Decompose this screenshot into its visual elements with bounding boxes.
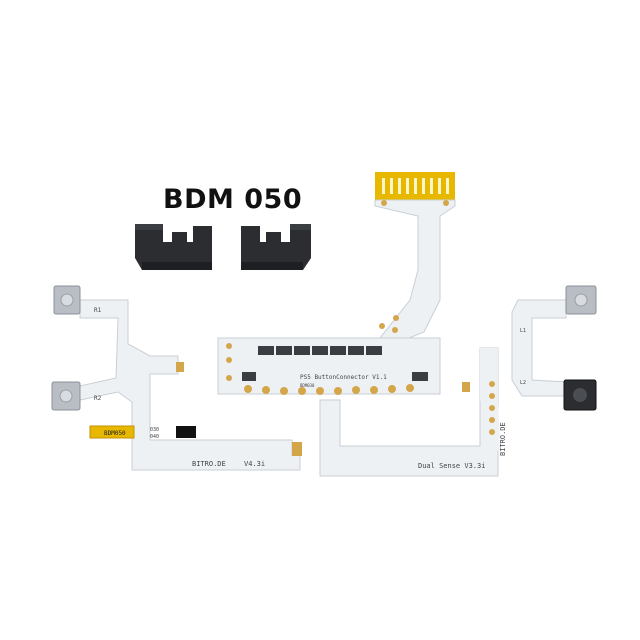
right-flex-cable: Dual Sense V3.3i BITRO.DE — [319, 347, 507, 477]
r2-tact-switch — [51, 381, 81, 411]
r1-tact-switch — [53, 285, 81, 315]
left-tail-connector — [176, 362, 302, 456]
center-board-code: BDM030 — [300, 383, 315, 388]
right-flex-name: Dual Sense V3.3i — [418, 462, 485, 470]
left-flex-brand: BITRO.DE — [192, 460, 226, 468]
center-flex-trunk — [374, 199, 456, 341]
left-flex-cable: BDM050 030 040 R1 R2 BITRO.DE V4.3i — [79, 299, 302, 471]
right-button-flex: L1 L2 — [511, 299, 567, 397]
label-l1: L1 — [520, 328, 526, 334]
label-l2: L2 — [520, 380, 526, 386]
left-flex-tag: BDM050 — [104, 430, 126, 437]
left-flex-number-1: 030 — [150, 427, 159, 433]
left-bracket — [135, 224, 212, 270]
right-bracket — [241, 224, 311, 270]
product-title: BDM 050 — [163, 184, 303, 215]
left-flex-version: V4.3i — [244, 460, 265, 468]
l2-tact-switch — [563, 379, 597, 411]
center-board-name: PS5 ButtonConnector V1.1 — [300, 374, 387, 381]
yellow-ribbon-connector — [375, 172, 455, 200]
right-flex-brand: BITRO.DE — [499, 422, 507, 456]
l1-tact-switch — [565, 285, 597, 315]
label-r2: R2 — [94, 395, 102, 402]
center-board: PS5 ButtonConnector V1.1 BDM030 — [217, 337, 441, 395]
left-flex-number-2: 040 — [150, 434, 159, 440]
label-r1: R1 — [94, 307, 102, 314]
